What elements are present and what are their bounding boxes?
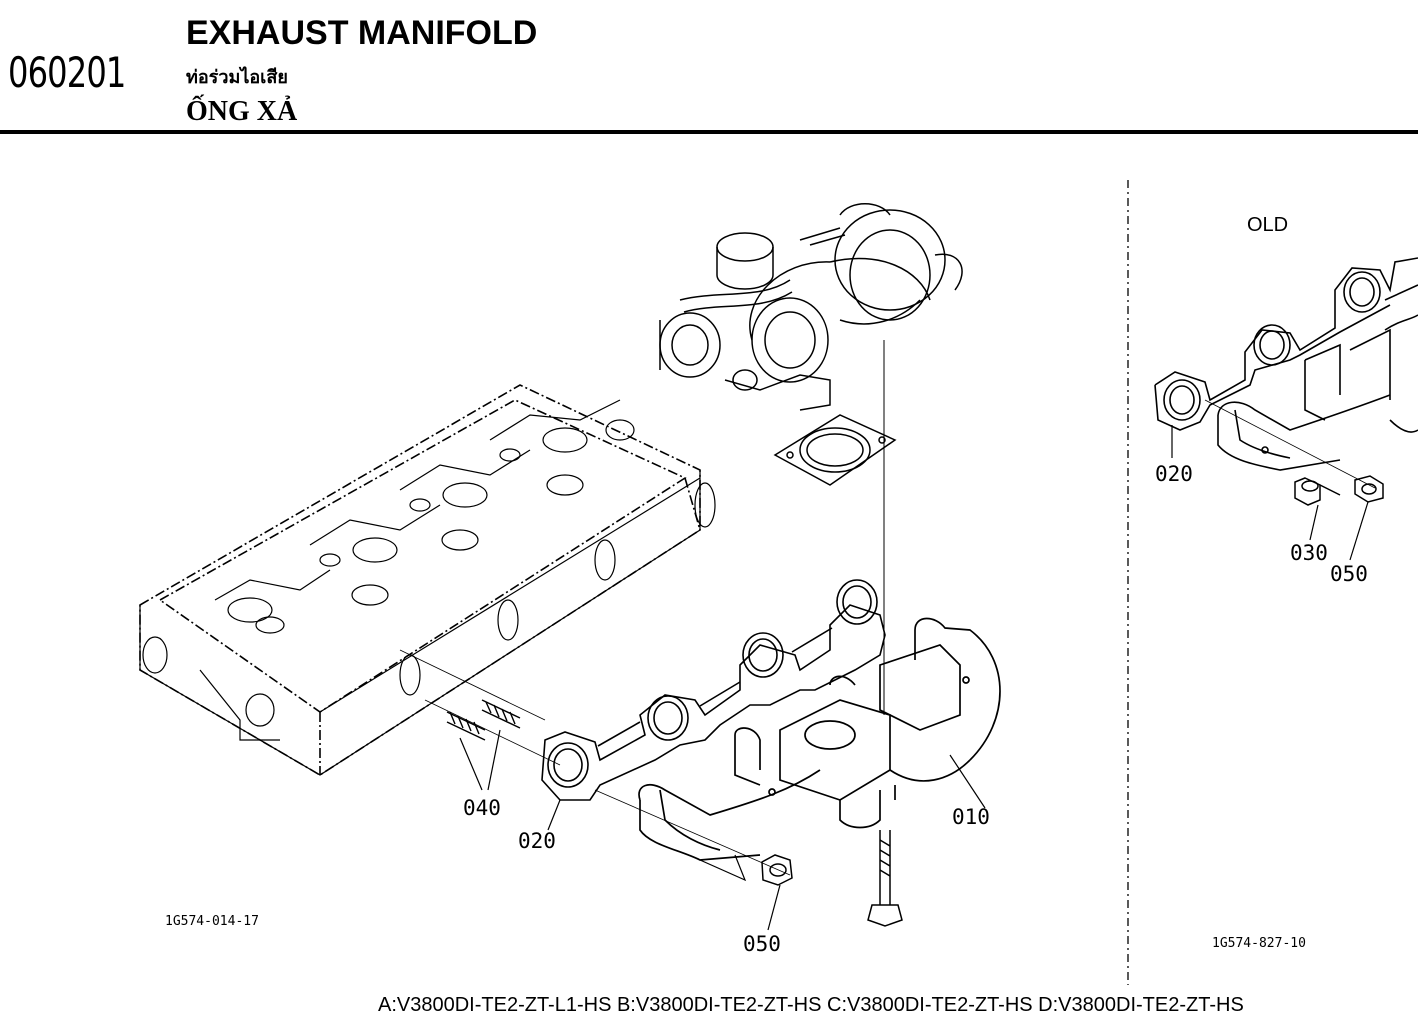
nut-and-bolt-drawing	[594, 789, 903, 927]
old-figure-reference: 1G574-827-10	[1212, 936, 1306, 951]
parts-diagram: 040 020 010 050 1G574-014-17 OLD	[139, 180, 1418, 985]
stud-bolts-drawing	[399, 649, 561, 766]
header-divider	[0, 130, 1418, 134]
old-gasket-drawing	[1154, 257, 1418, 431]
callout-leaders	[459, 729, 986, 931]
callout-020: 020	[518, 829, 556, 853]
cylinder-head-drawing	[139, 384, 701, 776]
figure-reference: 1G574-014-17	[165, 914, 259, 929]
page-title-thai: ท่อร่วมไอเสีย	[186, 67, 288, 88]
manifold-gasket-drawing	[541, 579, 886, 801]
callout-050: 050	[743, 932, 781, 956]
old-bolt-and-nut-drawing	[1204, 399, 1384, 506]
turbocharger-drawing	[659, 203, 963, 411]
old-callout-030: 030	[1290, 541, 1328, 565]
old-callout-050: 050	[1330, 562, 1368, 586]
page-title-english: EXHAUST MANIFOLD	[186, 14, 538, 52]
old-callout-leaders	[1171, 425, 1369, 561]
turbo-gasket-drawing	[773, 414, 897, 486]
old-section-label: OLD	[1247, 214, 1288, 236]
old-callout-020: 020	[1155, 462, 1193, 486]
callout-040: 040	[463, 796, 501, 820]
section-code: 060201	[8, 48, 126, 97]
applicable-models: A:V3800DI-TE2-ZT-L1-HS B:V3800DI-TE2-ZT-…	[378, 994, 1244, 1016]
old-manifold-drawing	[1217, 284, 1418, 471]
exhaust-manifold-drawing	[638, 617, 1001, 861]
page-title-vietnamese: ỐNG XẢ	[186, 96, 298, 127]
cylinder-head-details	[139, 399, 716, 776]
callout-010: 010	[952, 805, 990, 829]
